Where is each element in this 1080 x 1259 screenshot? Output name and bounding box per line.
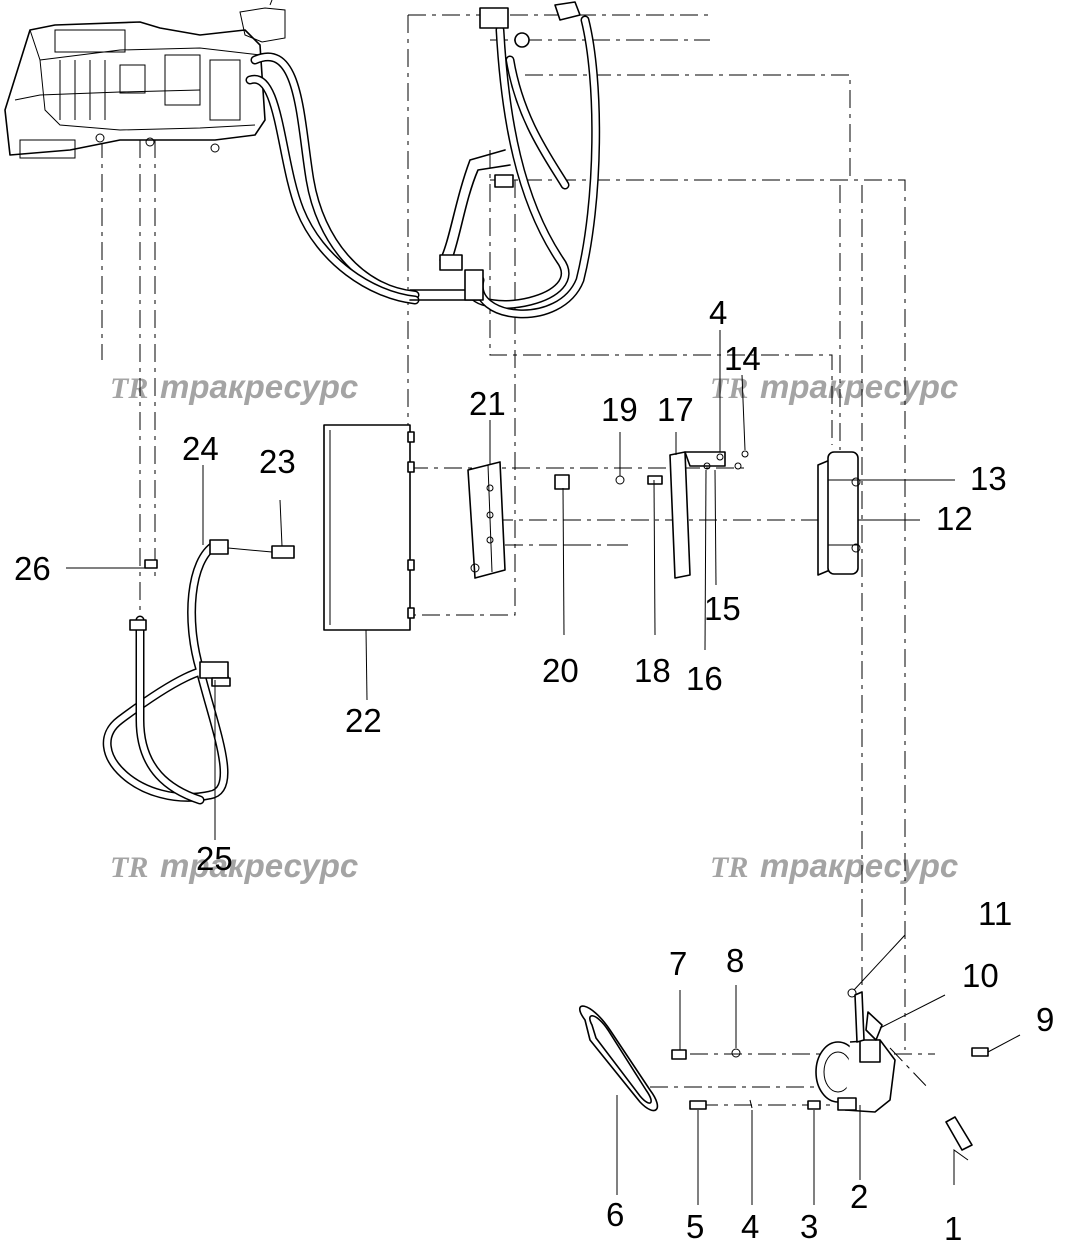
- callout-8: 8: [726, 942, 744, 979]
- callout-21: 21: [469, 385, 506, 422]
- watermark-text: тракресурс: [760, 368, 958, 405]
- callout-5: 5: [686, 1208, 704, 1245]
- callout-25: 25: [196, 840, 233, 877]
- callout-labels: 1 2 3 4 5 6 7 8 9 10 11 12 13 14 15 16 1…: [14, 294, 1054, 1247]
- callout-15: 15: [704, 590, 741, 627]
- callout-11: 11: [978, 895, 1012, 932]
- watermark-text: тракресурс: [760, 847, 958, 884]
- hose-24: [102, 539, 295, 805]
- callout-17: 17: [657, 391, 694, 428]
- compressor: [815, 988, 896, 1113]
- watermark-bottom-left: TR тракресурс: [110, 847, 358, 884]
- callout-9: 9: [1036, 1001, 1054, 1038]
- watermark-top-right: TR тракресурс: [710, 368, 958, 405]
- callout-4-upper: 4: [709, 294, 727, 331]
- hose-assembly: [245, 1, 601, 319]
- watermark-logo: TR: [710, 851, 748, 884]
- condenser: [323, 424, 415, 631]
- compressor-hardware: [671, 1047, 989, 1151]
- receiver-bracket: [669, 450, 749, 579]
- evaporator-unit: [4, 0, 286, 159]
- callout-7: 7: [669, 945, 687, 982]
- callout-12: 12: [936, 500, 973, 537]
- callout-2: 2: [850, 1178, 868, 1215]
- callout-18: 18: [634, 652, 671, 689]
- callout-13: 13: [970, 460, 1007, 497]
- callout-14: 14: [724, 340, 761, 377]
- mounting-bracket: [467, 461, 506, 579]
- assembly-lines: [101, 14, 935, 1106]
- callout-4: 4: [741, 1208, 759, 1245]
- watermark-text: тракресурс: [160, 368, 358, 405]
- callout-22: 22: [345, 702, 382, 739]
- callout-26: 26: [14, 550, 51, 587]
- watermark-text: тракресурс: [160, 847, 358, 884]
- watermark-top-left: TR тракресурс: [110, 368, 358, 405]
- watermark-logo: TR: [110, 372, 148, 405]
- bolt-hardware: [554, 474, 663, 546]
- callout-16: 16: [686, 660, 723, 697]
- callout-1: 1: [944, 1210, 962, 1247]
- callout-3: 3: [800, 1208, 818, 1245]
- callout-10: 10: [962, 957, 999, 994]
- drive-belt: [579, 1005, 659, 1112]
- callout-24: 24: [182, 430, 219, 467]
- callout-23: 23: [259, 443, 296, 480]
- callout-6: 6: [606, 1196, 624, 1233]
- leader-lines: [66, 330, 1021, 1205]
- watermark-logo: TR: [110, 851, 148, 884]
- watermark-bottom-right: TR тракресурс: [710, 847, 958, 884]
- receiver-dryer: [817, 451, 861, 576]
- callout-20: 20: [542, 652, 579, 689]
- callout-19: 19: [601, 391, 638, 428]
